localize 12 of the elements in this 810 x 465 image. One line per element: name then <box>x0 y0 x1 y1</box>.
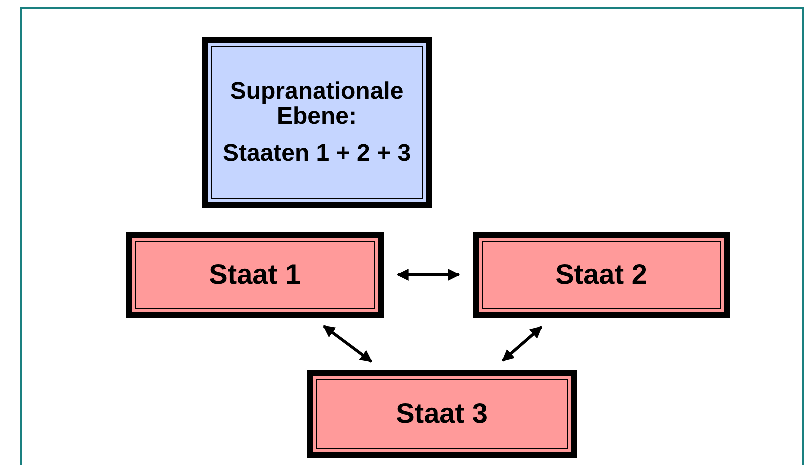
double-arrow <box>502 326 543 362</box>
box-label: Supranationale Ebene: <box>229 79 405 129</box>
box-label: Staaten 1 + 2 + 3 <box>222 141 412 166</box>
state-box <box>307 370 577 458</box>
box-label: Staat 2 <box>556 258 648 292</box>
state-box <box>126 232 384 318</box>
state-box <box>473 232 730 318</box>
level-box <box>202 37 432 208</box>
box-label: Staat 3 <box>396 397 488 431</box>
box-label: Staat 1 <box>209 258 301 292</box>
double-arrow <box>396 269 460 281</box>
double-arrow <box>323 325 373 363</box>
